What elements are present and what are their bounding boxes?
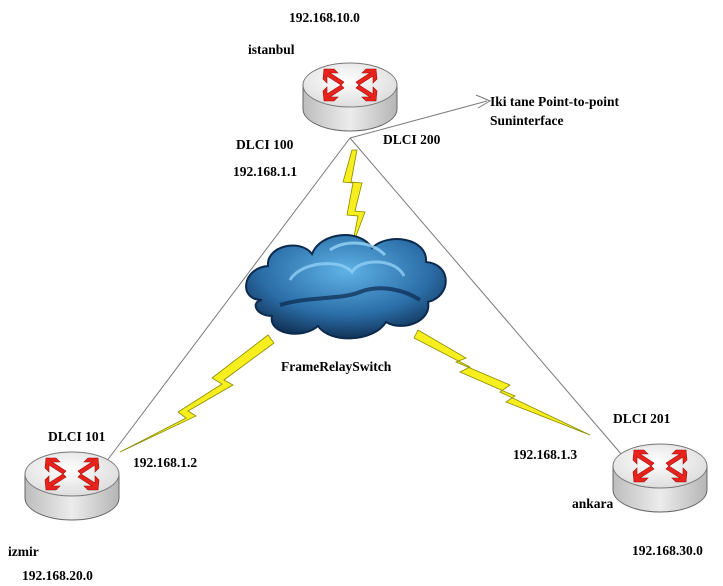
izmir-name: izmir <box>8 544 39 559</box>
izmir-network: 192.168.20.0 <box>22 568 93 583</box>
bolt-switch-izmir <box>119 334 275 453</box>
router-ankara-icon <box>612 443 708 513</box>
bolt-istanbul-switch <box>342 149 366 248</box>
annotation-arrowhead <box>475 94 492 109</box>
link-lines <box>99 94 623 471</box>
istanbul-dlci-200: DLCI 200 <box>383 132 441 147</box>
switch-label: FrameRelaySwitch <box>281 359 392 374</box>
ankara-name: ankara <box>572 496 614 511</box>
line-istanbul-ankara <box>349 137 623 456</box>
annotation-line1: Iki tane Point-to-point <box>490 94 620 109</box>
istanbul-name: istanbul <box>248 42 295 57</box>
istanbul-ip: 192.168.1.1 <box>233 164 298 179</box>
frame-relay-cloud-icon <box>245 234 447 340</box>
ankara-network: 192.168.30.0 <box>632 543 703 558</box>
istanbul-network: 192.168.10.0 <box>289 10 360 25</box>
router-istanbul-icon <box>302 62 398 132</box>
bolt-switch-ankara <box>413 329 591 436</box>
annotation-line2: Suninterface <box>490 113 564 128</box>
istanbul-dlci-100: DLCI 100 <box>236 137 294 152</box>
line-istanbul-izmir <box>99 137 351 471</box>
izmir-ip: 192.168.1.2 <box>133 455 198 470</box>
ankara-dlci: DLCI 201 <box>613 411 671 426</box>
ankara-ip: 192.168.1.3 <box>513 447 578 462</box>
router-izmir-icon <box>24 451 120 521</box>
izmir-dlci: DLCI 101 <box>48 429 106 444</box>
annotation-arrow-line <box>349 100 488 139</box>
